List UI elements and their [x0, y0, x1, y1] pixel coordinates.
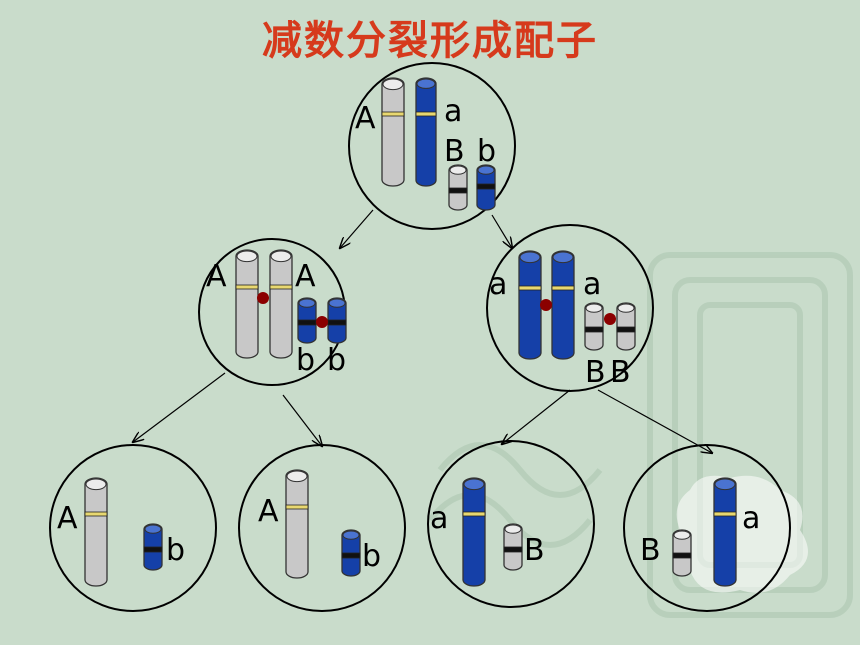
- gene-label: a: [444, 94, 462, 129]
- gene-band: [341, 552, 361, 559]
- gene-label: a: [583, 267, 601, 302]
- gene-label: A: [295, 259, 316, 294]
- gene-band: [235, 284, 259, 290]
- decorative-cloud: [674, 475, 808, 593]
- gene-band: [84, 511, 108, 517]
- gene-label: B: [610, 355, 631, 390]
- cell-circles: [49, 62, 791, 612]
- gamete-circle: [623, 444, 791, 612]
- gene-band: [285, 504, 309, 510]
- gene-band: [551, 285, 575, 291]
- gene-label: A: [355, 101, 376, 136]
- gray-chromosome: [235, 249, 259, 359]
- gene-labels: A a B b A A b b a a B B A b A b a B B a: [57, 94, 760, 574]
- blue-chromosome: [415, 77, 437, 187]
- gene-label: a: [430, 501, 448, 536]
- page-title: 减数分裂形成配子: [262, 18, 598, 64]
- cell-aaBB-circle: [486, 224, 654, 392]
- arrow: [133, 372, 226, 442]
- gene-label: A: [206, 259, 227, 294]
- gene-band: [584, 326, 604, 333]
- gray-chromosome: [448, 164, 468, 211]
- blue-chromosome: [327, 297, 347, 344]
- blue-chromosome: [297, 297, 317, 344]
- gene-label: B: [444, 134, 465, 169]
- gene-label: A: [57, 501, 78, 536]
- gray-chromosome: [584, 302, 604, 351]
- gene-band: [503, 546, 523, 553]
- arrows: [133, 209, 712, 453]
- gray-chromosome: [84, 477, 108, 587]
- gray-chromosome: [503, 523, 523, 571]
- gene-label: B: [524, 533, 545, 568]
- blue-chromosome: [476, 164, 496, 211]
- gray-chromosome: [269, 249, 293, 359]
- arrow: [491, 214, 512, 248]
- gene-band: [616, 326, 636, 333]
- blue-chromosome: [341, 529, 361, 577]
- gene-band: [269, 284, 293, 290]
- gamete-circle: [427, 440, 595, 608]
- gene-band: [143, 546, 163, 553]
- centromere: [604, 313, 616, 325]
- gene-band: [381, 111, 405, 117]
- gene-band: [476, 183, 496, 190]
- gray-chromosome: [381, 77, 405, 187]
- centromere: [540, 299, 552, 311]
- gene-label: B: [640, 533, 661, 568]
- gene-band: [462, 511, 486, 517]
- arrow: [597, 389, 712, 453]
- centromere: [257, 292, 269, 304]
- parent-cell-circle: [348, 62, 516, 230]
- arrow: [282, 394, 322, 446]
- gene-band: [327, 319, 347, 326]
- centromere: [316, 316, 328, 328]
- gamete-circle: [49, 444, 217, 612]
- gene-band: [713, 511, 737, 517]
- gene-label: B: [585, 355, 606, 390]
- gene-label: b: [477, 134, 496, 169]
- blue-chromosome: [713, 477, 737, 587]
- arrow: [502, 389, 571, 444]
- gray-chromosome: [616, 302, 636, 351]
- gene-label: b: [362, 539, 381, 574]
- chromosomes: [84, 77, 737, 587]
- arrow: [340, 209, 374, 248]
- gene-band: [518, 285, 542, 291]
- gene-label: b: [327, 343, 346, 378]
- gray-chromosome: [285, 469, 309, 579]
- gene-label: A: [258, 494, 279, 529]
- gene-label: b: [166, 533, 185, 568]
- gene-band: [415, 111, 437, 117]
- gene-band: [448, 187, 468, 194]
- blue-chromosome: [143, 523, 163, 571]
- blue-chromosome: [518, 250, 542, 360]
- gamete-circle: [238, 444, 406, 612]
- gene-band: [672, 552, 692, 559]
- gene-band: [297, 319, 317, 326]
- blue-chromosome: [462, 477, 486, 587]
- blue-chromosome: [551, 250, 575, 360]
- gray-chromosome: [672, 529, 692, 577]
- gene-label: a: [489, 267, 507, 302]
- gene-label: b: [296, 343, 315, 378]
- gene-label: a: [742, 501, 760, 536]
